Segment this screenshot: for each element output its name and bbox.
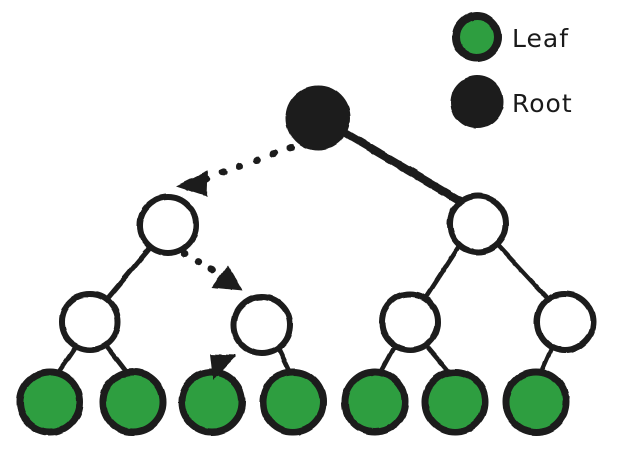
node-internal-left-2a[interactable]: [59, 291, 121, 353]
legend-item-leaf[interactable]: Leaf: [452, 12, 569, 62]
legend-item-root[interactable]: Root: [450, 75, 573, 129]
traversal-arrow-step-1-head: [176, 170, 208, 196]
node-internal-left-1[interactable]: [137, 194, 199, 256]
traversal-arrow-step-1-line: [202, 143, 295, 183]
node-internal-right-1[interactable]: [447, 193, 509, 255]
legend-root-swatch-icon: [450, 75, 504, 129]
node-leaf-5[interactable]: [341, 368, 409, 436]
node-leaf-4[interactable]: [259, 368, 327, 436]
edge-left1-to-left2a: [105, 245, 153, 301]
node-leaf-1[interactable]: [16, 368, 84, 436]
edge-right2a-to-leaf-5: [378, 345, 397, 375]
edge-root-to-right-child: [341, 129, 466, 206]
edge-left2a-to-leaf-2: [104, 344, 130, 376]
legend-root-label: Root: [512, 89, 573, 118]
edge-right1-to-right2b: [495, 242, 552, 303]
legend: Leaf Root: [450, 12, 573, 129]
legend-leaf-swatch-icon: [452, 12, 502, 62]
traversal-arrow-step-3-head-overlay: [210, 354, 236, 380]
traversal-arrow-step-2-line: [180, 249, 220, 276]
node-internal-right-2a[interactable]: [379, 291, 441, 353]
node-leaf-2[interactable]: [99, 368, 167, 436]
traversal-arrow-step-2-head: [211, 265, 243, 291]
edge-left2b-to-leaf-4: [276, 346, 293, 375]
node-group: [16, 85, 596, 436]
legend-leaf-label: Leaf: [512, 24, 569, 53]
node-leaf-7[interactable]: [502, 368, 570, 436]
node-internal-left-2b[interactable]: [231, 294, 293, 356]
edge-right2b-to-leaf-7: [538, 344, 555, 375]
node-root[interactable]: [285, 85, 351, 151]
node-internal-right-2b[interactable]: [534, 291, 596, 353]
edge-right1-to-right2a: [423, 243, 462, 300]
edge-left2a-to-leaf-1: [55, 345, 78, 376]
node-leaf-6[interactable]: [421, 368, 489, 436]
edge-right2a-to-leaf-6: [425, 344, 452, 375]
node-leaf-3[interactable]: [178, 368, 246, 436]
edge-group-solid: [55, 129, 555, 376]
